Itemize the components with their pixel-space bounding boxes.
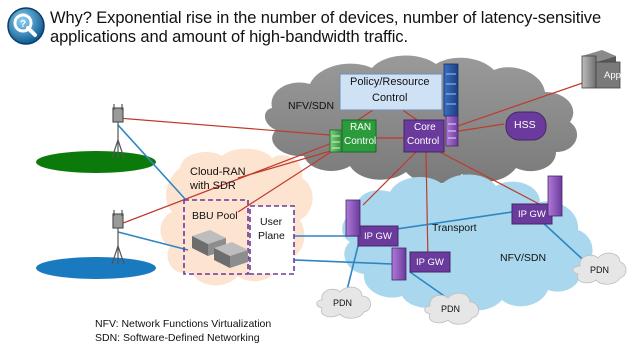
bbu-units bbox=[192, 230, 248, 268]
app-label: App bbox=[604, 70, 621, 81]
user-plane-box bbox=[249, 205, 295, 275]
ran-control-label-2: Control bbox=[344, 136, 377, 147]
pdn-label-1: PDN bbox=[333, 298, 353, 308]
ip-gw-boxes bbox=[345, 175, 563, 281]
cloud-ran-label-2: with SDR bbox=[190, 180, 236, 192]
hss-box bbox=[505, 111, 547, 141]
ran-control-server-icon bbox=[329, 129, 343, 153]
core-control-label-1: Core bbox=[414, 122, 436, 133]
policy-server-icon bbox=[443, 63, 459, 117]
green-cell-area bbox=[36, 151, 156, 173]
core-control-label-2: Control bbox=[407, 136, 440, 147]
svg-text:?: ? bbox=[20, 19, 26, 30]
blue-links bbox=[117, 124, 593, 301]
nfv-sdn-bottom-label: NFV/SDN bbox=[500, 252, 547, 264]
cell-tower-top bbox=[111, 104, 125, 159]
ip-gw-label-2: IP GW bbox=[416, 257, 444, 268]
cloud-ran-label-1: Cloud-RAN bbox=[190, 166, 246, 178]
app-server-icon bbox=[581, 50, 621, 89]
blue-cell-area bbox=[36, 257, 156, 279]
bbu-pool-box bbox=[183, 199, 249, 275]
hss-label: HSS bbox=[514, 119, 536, 131]
user-plane-label-1: User bbox=[260, 216, 283, 228]
pdn-label-3: PDN bbox=[590, 265, 610, 275]
nfv-sdn-top-label: NFV/SDN bbox=[288, 100, 335, 112]
policy-control-label-1: Policy/Resource bbox=[350, 76, 430, 88]
question-mark-icon: ? bbox=[7, 7, 45, 45]
core-control-server-icon bbox=[445, 115, 459, 147]
transport-label: Transport bbox=[432, 222, 477, 234]
bbu-pool-label: BBU Pool bbox=[192, 210, 238, 222]
policy-control-label-2: Control bbox=[372, 92, 408, 104]
pdn-clouds bbox=[316, 252, 627, 325]
ran-control-label-1: RAN bbox=[350, 122, 372, 133]
ip-gw-label-1: IP GW bbox=[364, 231, 392, 242]
headline-text: Why? Exponential rise in the number of d… bbox=[50, 9, 602, 46]
user-plane-label-2: Plane bbox=[258, 230, 285, 242]
policy-control-box bbox=[339, 73, 443, 111]
red-links bbox=[117, 75, 604, 263]
footnote-sdn: SDN: Software-Defined Networking bbox=[95, 332, 260, 344]
footnote-nfv: NFV: Network Functions Virtualization bbox=[95, 318, 272, 330]
ran-control-box bbox=[341, 119, 377, 153]
core-control-box bbox=[403, 119, 445, 153]
pdn-label-2: PDN bbox=[441, 304, 461, 314]
cell-tower-bottom bbox=[111, 210, 125, 265]
ip-gw-label-3: IP GW bbox=[518, 209, 546, 220]
